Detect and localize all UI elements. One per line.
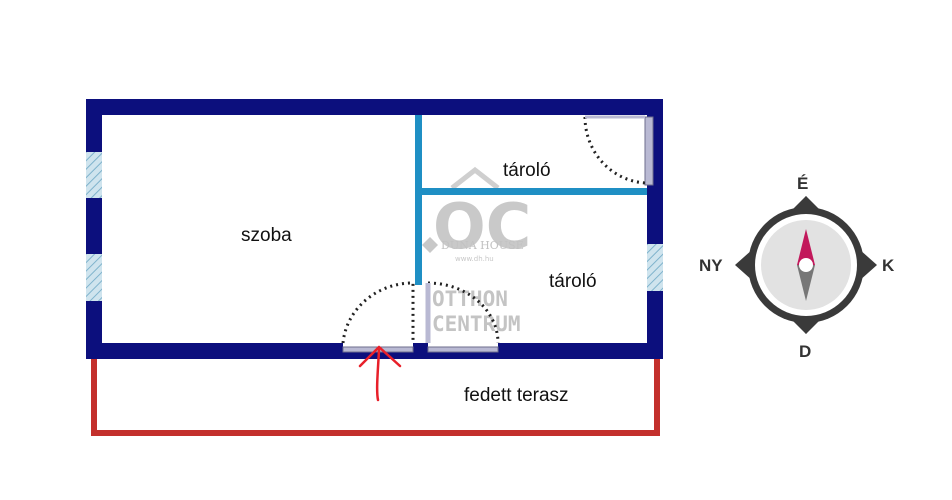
window-right [647,244,663,291]
room-label-taroló-bottom: tároló [549,271,597,292]
room-label-terrace: fedett terasz [464,385,569,406]
compass: É K D NY [699,174,895,361]
watermark-roof-icon [450,166,500,190]
door-threshold-taroló [427,346,499,353]
compass-label-east: K [882,256,895,275]
watermark-line2: CENTRUM [432,312,521,336]
door-threshold-top-taroló [644,116,654,186]
door-swing-top-taroló [583,116,647,185]
watermark-url: www.dh.hu [455,255,494,263]
door-swing-szoba [341,281,415,344]
compass-label-west: NY [699,256,723,275]
room-label-taroló-top: tároló [503,160,551,181]
inner-walls [415,115,647,285]
watermark-brand: DUNA HOUSE [441,239,524,252]
entry-arrow-icon [358,345,402,402]
room-label-szoba: szoba [241,225,292,246]
watermark: OC DUNA HOUSE www.dh.hu OTTHON CENTRUM [422,166,531,336]
window-left-top [86,152,102,198]
watermark-line1: OTTHON [432,287,508,311]
compass-label-north: É [797,174,808,193]
window-left-bottom [86,254,102,301]
compass-label-south: D [799,342,811,361]
watermark-logo: OC [433,190,531,263]
compass-needle-south-icon [797,265,815,301]
outer-walls [86,99,663,359]
compass-needle-north-icon [797,229,815,265]
door-swing-taroló [427,281,500,344]
terrace-outline [91,355,660,436]
watermark-diamond-icon [422,237,438,253]
